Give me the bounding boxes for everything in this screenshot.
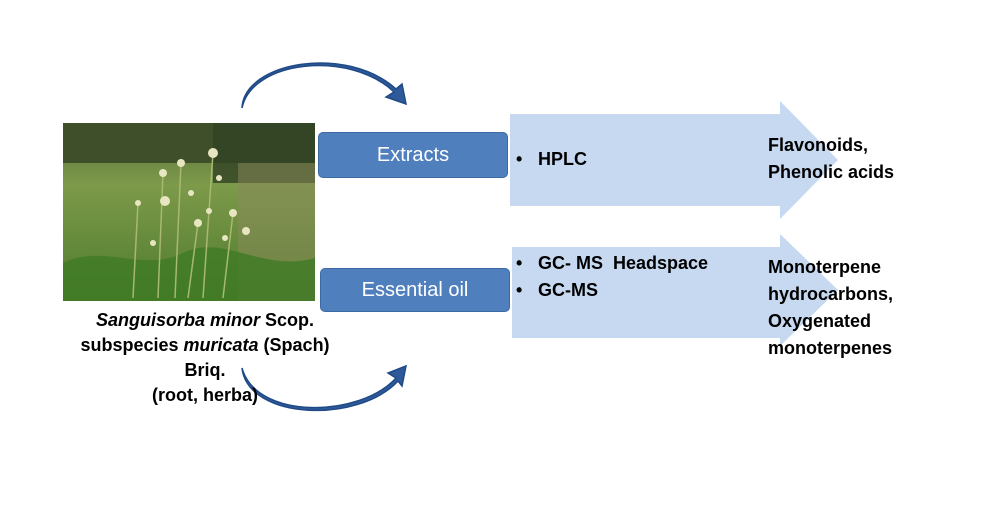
method-item: HPLC xyxy=(516,146,587,173)
curved-arrow-top-icon xyxy=(241,62,407,109)
extracts-block-arrow xyxy=(510,101,838,219)
result-line: Monoterpene xyxy=(768,257,882,277)
essential-oil-box: Essential oil xyxy=(320,268,510,312)
result-line: Flavonoids, xyxy=(768,135,869,155)
caption-line-2: subspecies muricata (Spach) xyxy=(60,333,350,358)
caption-line-3: Briq. xyxy=(184,360,226,380)
species-author: Scop. xyxy=(260,310,315,330)
extracts-label: Extracts xyxy=(376,144,450,166)
subspecies-name: muricata xyxy=(183,335,259,355)
result-line: hydrocarbons, xyxy=(768,284,894,304)
essential-oil-results: Monoterpene hydrocarbons, Oxygenated mon… xyxy=(768,254,893,362)
extracts-box: Extracts xyxy=(318,132,508,178)
result-line: Oxygenated xyxy=(768,311,872,331)
subspecies-word: subspecies xyxy=(80,335,184,355)
essential-oil-label: Essential oil xyxy=(361,279,469,301)
plant-photo xyxy=(63,123,315,301)
result-line: Phenolic acids xyxy=(768,162,895,182)
subspecies-author: (Spach) xyxy=(258,335,330,355)
method-item: GC-MS xyxy=(516,277,708,304)
extracts-results: Flavonoids, Phenolic acids xyxy=(768,132,894,186)
plant-caption: Sanguisorba minor Scop. subspecies muric… xyxy=(60,308,350,408)
result-line: monoterpenes xyxy=(768,338,893,358)
curved-arrow-bottom-icon xyxy=(241,364,408,412)
species-name: Sanguisorba minor xyxy=(95,310,260,330)
extracts-methods-list: HPLC xyxy=(516,146,587,173)
caption-line-4: (root, herba) xyxy=(152,385,258,405)
method-item: GC- MS Headspace xyxy=(516,250,708,277)
essential-oil-methods-list: GC- MS Headspace GC-MS xyxy=(516,250,708,304)
caption-line-1: Sanguisorba minor Scop. xyxy=(60,308,350,333)
